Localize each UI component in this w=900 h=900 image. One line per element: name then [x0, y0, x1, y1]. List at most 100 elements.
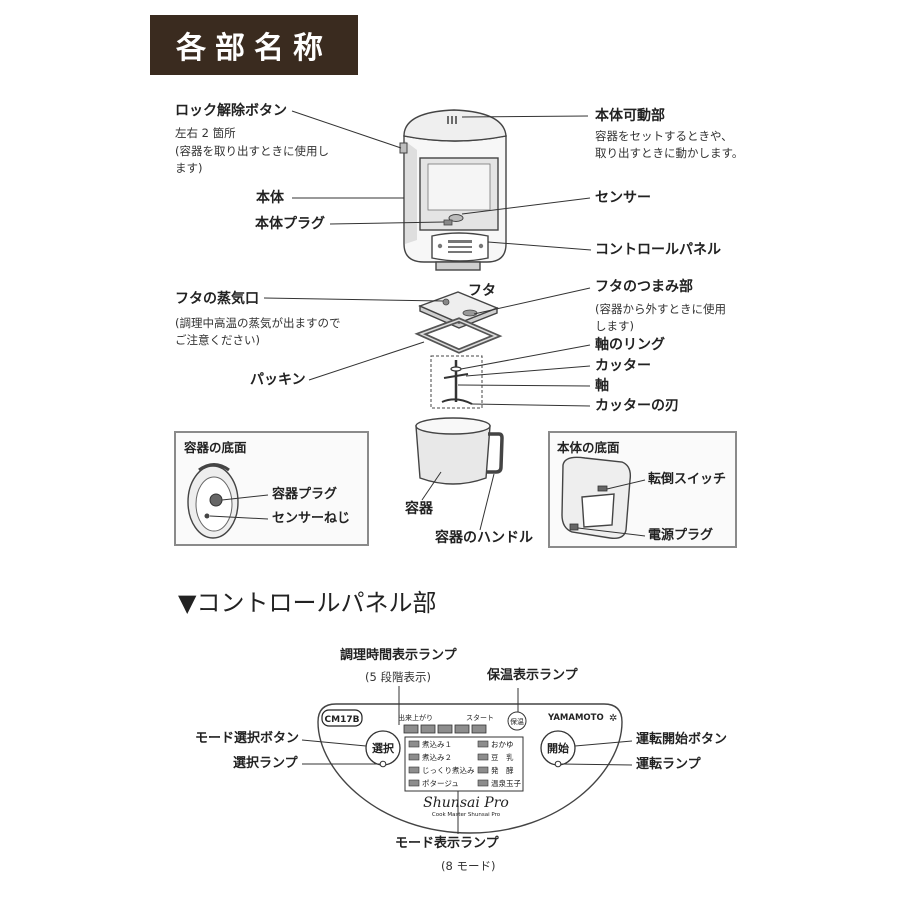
label-select-lamp: 選択ランプ [233, 756, 298, 771]
done-label: 出来上がり [398, 713, 433, 722]
lid-vent-part [442, 298, 450, 306]
label-time-lamp: 調理時間表示ランプ [340, 648, 457, 663]
leader-line-start-button [574, 740, 633, 747]
leader-line-movable-part [461, 115, 589, 118]
label-control-panel: コントロールパネル [595, 242, 721, 258]
label-cutter: カッター [595, 358, 651, 374]
note-lock-release-2: (容器を取り出すときに使用し [175, 144, 329, 158]
leader-line-sensor [461, 197, 591, 215]
time-lamp [437, 724, 453, 734]
leader-line-run-lamp [560, 763, 633, 766]
label-body: 本体 [256, 190, 284, 206]
leader-line-container-handle [479, 473, 495, 531]
mode-list-box [404, 736, 524, 792]
label-start-button: 運転開始ボタン [636, 732, 728, 747]
start-label: スタート [466, 713, 494, 722]
note-lid-knob-2: します) [595, 319, 634, 333]
leader-line-sensor-screw [209, 515, 269, 520]
leader-line-lid-knob [473, 287, 591, 315]
lid-knob-part [462, 309, 478, 317]
keep-warm-indicator [507, 711, 527, 731]
label-body-plug: 本体プラグ [255, 216, 325, 232]
leader-lines-main [209, 110, 646, 537]
model-badge-text: CM17B [325, 715, 360, 725]
shaft-ring-part [450, 366, 462, 372]
mode-item: 煮込み２ [422, 752, 452, 762]
body-bottom-title: 本体の底面 [557, 440, 620, 455]
leader-line-shaft [457, 384, 591, 387]
lock-release-button-part [399, 142, 408, 154]
label-shaft: 軸 [595, 378, 609, 394]
label-keep-warm-lamp: 保温表示ランプ [487, 668, 578, 683]
note-time-lamp: (5 段階表示) [365, 670, 431, 684]
label-container-plug: 容器プラグ [272, 487, 338, 502]
leader-line-container-plug [221, 494, 269, 501]
label-lid-vent: フタの蒸気口 [175, 291, 259, 307]
mode-item: 煮込み１ [422, 739, 452, 749]
leader-line-cutter-blade [471, 403, 591, 407]
model-badge [321, 709, 363, 727]
leader-line-lock-release [291, 110, 402, 149]
sensor-screw-part [204, 513, 210, 519]
note-movable-part-1: 容器をセットするときや、 [595, 129, 733, 143]
keep-warm-text: 保温 [510, 717, 524, 726]
note-mode-lamp: (8 モード) [441, 859, 496, 873]
note-lid-vent-2: ご注意ください) [175, 333, 260, 347]
label-sensor-screw: センサーねじ [272, 511, 351, 526]
body-plug-part [443, 219, 453, 226]
main-unit-drawing [399, 109, 507, 271]
mode-item: ポタージュ [422, 779, 459, 788]
label-tip-switch: 転倒スイッチ [648, 472, 727, 487]
label-run-lamp: 運転ランプ [636, 757, 701, 772]
container-handle-part [486, 432, 504, 474]
label-power-plug: 電源プラグ [648, 528, 714, 543]
sensor-part [448, 214, 464, 222]
leader-line-lid-vent [263, 297, 444, 302]
label-lid: フタ [468, 283, 496, 299]
label-container-handle: 容器のハンドル [435, 530, 533, 546]
title-banner: 各部名称 [150, 15, 358, 75]
label-shaft-ring: 軸のリング [595, 337, 665, 353]
control-panel-drawing: CM17B 出来上がり スタート 保温 YAMAMOTO ✲ 選択 開始 [317, 703, 623, 834]
brand-name: YAMAMOTO [547, 713, 604, 723]
start-button-text: 開始 [547, 741, 569, 755]
label-lid-knob: フタのつまみ部 [595, 279, 693, 295]
leader-line-mode-select-button [301, 739, 367, 747]
cooking-time-lamps [403, 724, 487, 734]
leader-line-shaft-ring [460, 344, 591, 370]
mode-lamps [408, 740, 489, 787]
cutter-blade-part [441, 398, 473, 405]
container-bottom-box [174, 431, 369, 546]
container-drawing [415, 417, 504, 485]
note-lid-vent-1: (調理中高温の蒸気が出ますので [175, 316, 341, 330]
mode-item: おかゆ [491, 740, 514, 749]
note-movable-part-2: 取り出すときに動かします。 [595, 146, 744, 160]
mode-item: 豆 乳 [491, 752, 514, 762]
note-lid-knob-1: (容器から外すときに使用 [595, 302, 726, 316]
leader-line-body-plug [329, 221, 445, 225]
time-lamp [403, 724, 419, 734]
lid-drawing [418, 291, 499, 329]
container-bottom-title: 容器の底面 [184, 440, 247, 455]
leader-line-cutter [465, 365, 591, 377]
note-lock-release-1: 左右 2 箇所 [175, 126, 236, 140]
packing-drawing [414, 317, 503, 354]
leader-line-power-plug [577, 527, 646, 537]
power-plug-part [569, 523, 579, 531]
label-cutter-blade: カッターの刃 [595, 398, 679, 414]
leader-lines-panel [301, 686, 633, 834]
mode-item: 発 酵 [491, 766, 514, 775]
mode-item: じっくり煮込み [422, 765, 475, 775]
tip-switch-part [597, 485, 608, 492]
label-mode-lamp: モード表示ランプ [395, 836, 499, 851]
leader-line-control-panel [487, 241, 592, 251]
leader-line-tip-switch [606, 479, 646, 490]
product-logo-script: Shunsai Pro [423, 795, 509, 811]
steam-slit-marks [447, 116, 457, 124]
note-lock-release-3: ます) [175, 161, 203, 175]
mode-item: 温泉玉子 [491, 778, 521, 788]
label-sensor: センサー [595, 190, 651, 206]
leader-line-packing [308, 341, 425, 381]
